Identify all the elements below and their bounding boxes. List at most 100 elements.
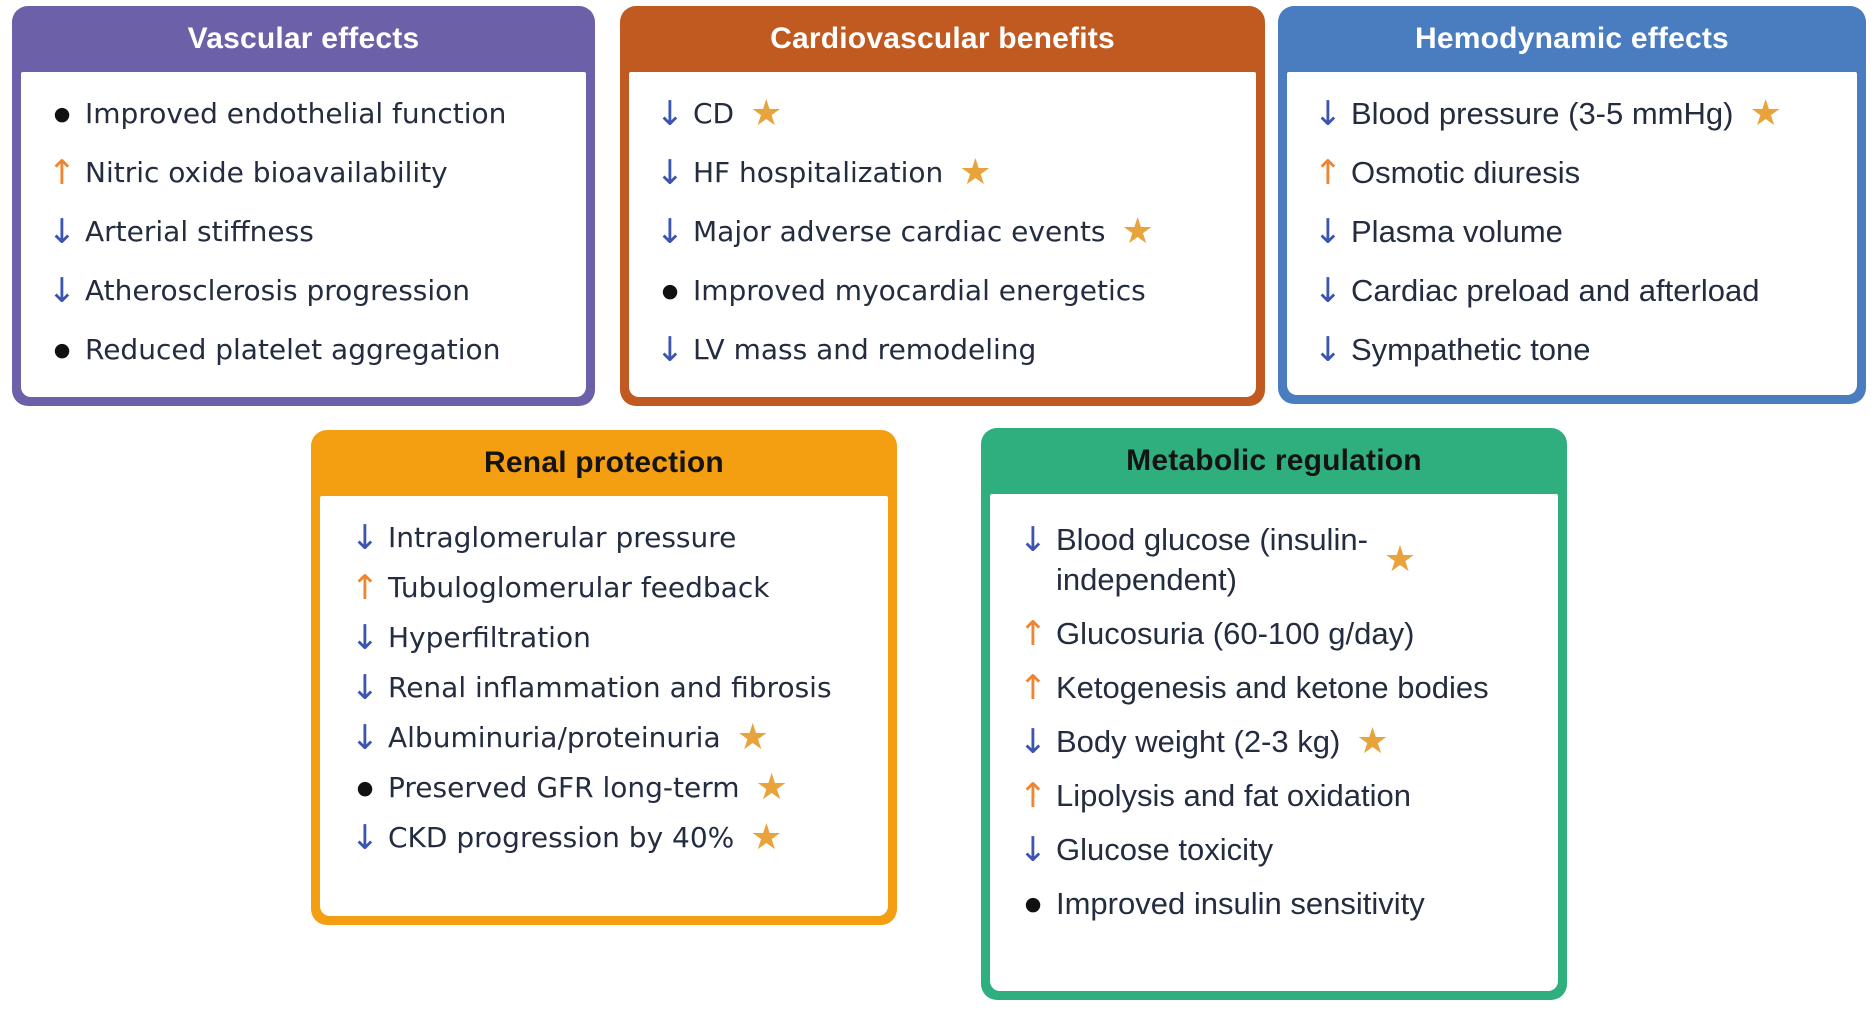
down-arrow-icon: ↓ <box>1018 520 1048 560</box>
list-item: ●Improved insulin sensitivity <box>1010 884 1546 924</box>
bullet-icon: ● <box>53 339 71 361</box>
effects-list: ↓Blood glucose (insulin- independent)★↑G… <box>1010 520 1546 924</box>
list-item: ↑Osmotic diuresis <box>1305 153 1843 193</box>
list-item: ↓Plasma volume <box>1305 212 1843 252</box>
list-item-label: Reduced platelet aggregation <box>85 333 501 366</box>
star-icon: ★ <box>1383 539 1417 580</box>
list-item: ↓HF hospitalization★ <box>647 152 1242 194</box>
list-item-label: Hyperfiltration <box>388 621 591 654</box>
down-arrow-icon: ↓ <box>1313 212 1343 252</box>
list-item-label: Glucose toxicity <box>1056 832 1274 867</box>
list-item-label: Tubuloglomerular feedback <box>388 571 770 604</box>
card-body-hemodynamic-effects: ↓Blood pressure (3-5 mmHg)★↑Osmotic diur… <box>1287 72 1857 395</box>
list-item-label: Renal inflammation and fibrosis <box>388 671 832 704</box>
list-item-label: Improved myocardial energetics <box>693 274 1146 307</box>
list-item-label: Atherosclerosis progression <box>85 274 471 307</box>
list-item: ↓Atherosclerosis progression <box>39 271 572 311</box>
down-arrow-icon: ↓ <box>350 618 380 658</box>
list-item: ↓CKD progression by 40% ★ <box>342 817 876 859</box>
up-arrow-icon: ↑ <box>47 153 77 193</box>
list-item-label: Body weight (2-3 kg) <box>1056 724 1341 759</box>
list-item-label: Arterial stiffness <box>85 215 314 248</box>
list-item-label: CKD progression by 40% <box>388 821 735 854</box>
list-item: ↑Nitric oxide bioavailability <box>39 153 572 193</box>
list-item: ↓CD ★ <box>647 93 1242 135</box>
list-item: ↓Albuminuria/proteinuria★ <box>342 718 876 759</box>
card-title-cardiovascular-benefits: Cardiovascular benefits <box>770 22 1115 55</box>
list-item-label: Ketogenesis and ketone bodies <box>1056 670 1489 705</box>
list-item-label: Cardiac preload and afterload <box>1351 273 1760 308</box>
card-vascular-effects: Vascular effects ● Improved endothelial f… <box>12 6 595 406</box>
star-icon: ★ <box>1749 93 1782 134</box>
bullet-icon: ● <box>661 280 679 302</box>
down-arrow-icon: ↓ <box>47 212 77 252</box>
list-item-label: Glucosuria (60-100 g/day) <box>1056 616 1415 651</box>
list-item-label: Improved endothelial function <box>85 97 507 130</box>
star-icon: ★ <box>750 817 783 858</box>
down-arrow-icon: ↓ <box>1313 330 1343 370</box>
up-arrow-icon: ↑ <box>1313 153 1343 193</box>
list-item-label: Blood pressure (3-5 mmHg) <box>1351 96 1734 131</box>
list-item: ↓Body weight (2-3 kg) ★ <box>1010 721 1546 763</box>
list-item: ↑Tubuloglomerular feedback <box>342 568 876 608</box>
list-item: ↑Ketogenesis and ketone bodies <box>1010 668 1546 708</box>
card-title-metabolic-regulation: Metabolic regulation <box>1126 444 1422 477</box>
down-arrow-icon: ↓ <box>1313 94 1343 134</box>
list-item: ↓Hyperfiltration <box>342 618 876 658</box>
card-title-renal-protection: Renal protection <box>484 446 724 479</box>
list-item-label: Nitric oxide bioavailability <box>85 156 448 189</box>
effects-list: ↓CD★↓HF hospitalization★↓Major adverse c… <box>647 93 1242 371</box>
up-arrow-icon: ↑ <box>350 568 380 608</box>
list-item: ↓Glucose toxicity <box>1010 830 1546 870</box>
list-item-label: Lipolysis and fat oxidation <box>1056 778 1412 813</box>
list-item-label: Blood glucose (insulin- independent) <box>1056 522 1368 597</box>
list-item: ↓Intraglomerular pressure <box>342 518 876 558</box>
list-item: ● Reduced platelet aggregation <box>39 330 572 370</box>
up-arrow-icon: ↑ <box>1018 614 1048 654</box>
bullet-icon: ● <box>53 103 71 125</box>
down-arrow-icon: ↓ <box>1018 830 1048 870</box>
list-item: ↑Lipolysis and fat oxidation <box>1010 776 1546 816</box>
down-arrow-icon: ↓ <box>47 271 77 311</box>
card-body-renal-protection: ↓Intraglomerular pressure↑Tubuloglomerul… <box>320 496 888 916</box>
down-arrow-icon: ↓ <box>655 153 685 193</box>
list-item-label: Plasma volume <box>1351 214 1563 249</box>
down-arrow-icon: ↓ <box>350 518 380 558</box>
card-body-vascular-effects: ●Improved endothelial function↑Nitric ox… <box>21 72 586 397</box>
list-item-label: Intraglomerular pressure <box>388 521 737 554</box>
list-item: ↓LV mass and remodeling <box>647 330 1242 370</box>
list-item: ↓Sympathetic tone <box>1305 330 1843 370</box>
list-item-label: Sympathetic tone <box>1351 332 1591 367</box>
star-icon: ★ <box>1121 211 1154 252</box>
list-item: ↓Blood glucose (insulin- independent) ★ <box>1010 520 1546 600</box>
down-arrow-icon: ↓ <box>350 818 380 858</box>
star-icon: ★ <box>959 152 992 193</box>
down-arrow-icon: ↓ <box>1018 722 1048 762</box>
effects-list: ●Improved endothelial function↑Nitric ox… <box>39 94 572 370</box>
up-arrow-icon: ↑ <box>1018 668 1048 708</box>
card-title-hemodynamic-effects: Hemodynamic effects <box>1415 22 1729 55</box>
bullet-icon: ● <box>356 777 374 799</box>
card-cardiovascular-benefits: Cardiovascular benefits ↓CD★↓HF hospital… <box>620 6 1265 406</box>
down-arrow-icon: ↓ <box>655 94 685 134</box>
list-item-label: CD <box>693 97 735 130</box>
card-body-metabolic-regulation: ↓Blood glucose (insulin- independent)★↑G… <box>990 494 1558 991</box>
star-icon: ★ <box>1356 721 1389 762</box>
list-item-label: Preserved GFR long-term <box>388 771 740 804</box>
down-arrow-icon: ↓ <box>350 668 380 708</box>
card-hemodynamic-effects: Hemodynamic effects ↓Blood pressure (3-5… <box>1278 6 1866 404</box>
list-item: ● Improved myocardial energetics <box>647 271 1242 311</box>
list-item: ↑Glucosuria (60-100 g/day) <box>1010 614 1546 654</box>
down-arrow-icon: ↓ <box>350 718 380 758</box>
card-title-vascular-effects: Vascular effects <box>187 22 420 55</box>
star-icon: ★ <box>755 767 788 808</box>
card-renal-protection: Renal protection ↓Intraglomerular pressu… <box>311 430 897 925</box>
up-arrow-icon: ↑ <box>1018 776 1048 816</box>
list-item-label: Improved insulin sensitivity <box>1056 886 1425 921</box>
list-item: ↓Renal inflammation and fibrosis <box>342 668 876 708</box>
card-body-cardiovascular-benefits: ↓CD★↓HF hospitalization★↓Major adverse c… <box>629 72 1256 397</box>
list-item: ↓Arterial stiffness <box>39 212 572 252</box>
down-arrow-icon: ↓ <box>655 330 685 370</box>
star-icon: ★ <box>750 93 783 134</box>
